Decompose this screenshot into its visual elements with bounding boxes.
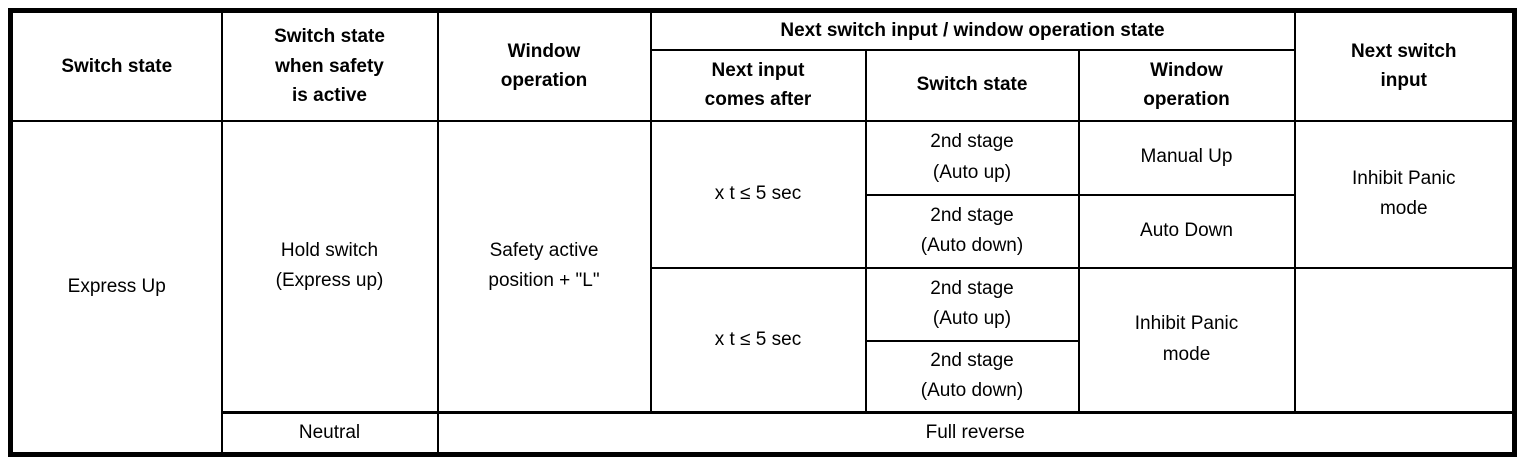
- cell-safety-state-neutral: Neutral: [220, 411, 439, 456]
- table-row: 2nd stage (Auto down) Auto Down: [11, 193, 1515, 269]
- subheader-next-input-comes-after: Next input comes after: [649, 48, 867, 122]
- cell-group2-row2-switch-state: 2nd stage (Auto down): [864, 339, 1080, 414]
- cell-group1-row2-switch-state: 2nd stage (Auto down): [864, 193, 1080, 269]
- cell-group2-row1-switch-state: 2nd stage (Auto up): [864, 266, 1080, 342]
- cell-group1-next-input-after: x t ≤ 5 sec: [649, 119, 867, 269]
- cell-group1-row1-window-operation: Manual Up: [1077, 119, 1296, 196]
- header-switch-state: Switch state: [9, 9, 223, 122]
- header-window-operation: Window operation: [436, 9, 652, 122]
- cell-neutral-result-full-reverse: Full reverse: [436, 411, 1516, 456]
- cell-switch-state-express-up: Express Up: [9, 119, 223, 456]
- cell-group2-window-operation: Inhibit Panic mode: [1077, 266, 1296, 414]
- cell-group2-next-switch-input-empty: [1293, 266, 1516, 414]
- header-group-next-switch-input: Next switch input / window operation sta…: [649, 9, 1296, 51]
- header-next-switch-input: Next switch input: [1293, 9, 1516, 122]
- cell-window-operation-safety-active: Safety active position + "L": [436, 119, 652, 414]
- subheader-window-operation: Window operation: [1077, 48, 1296, 122]
- table-row: Neutral Full reverse: [11, 411, 1516, 456]
- cell-group2-next-input-after: x t ≤ 5 sec: [649, 266, 867, 414]
- header-safety-state: Switch state when safety is active: [220, 9, 439, 122]
- table-row: Express Up Hold switch (Express up) Safe…: [9, 119, 1516, 456]
- cell-group1-next-switch-input: Inhibit Panic mode: [1293, 119, 1516, 269]
- subheader-switch-state: Switch state: [864, 48, 1080, 122]
- cell-group1-row2-window-operation: Auto Down: [1077, 193, 1296, 269]
- switch-state-table: Switch state Switch state when safety is…: [8, 8, 1517, 457]
- table-row: x t ≤ 5 sec 2nd stage (Auto up) Inhibit …: [11, 266, 1516, 414]
- cell-group1-row1-switch-state: 2nd stage (Auto up): [864, 119, 1080, 196]
- cell-safety-state-hold-switch: Hold switch (Express up): [220, 119, 439, 414]
- table-row: 2nd stage (Auto down): [11, 339, 1515, 414]
